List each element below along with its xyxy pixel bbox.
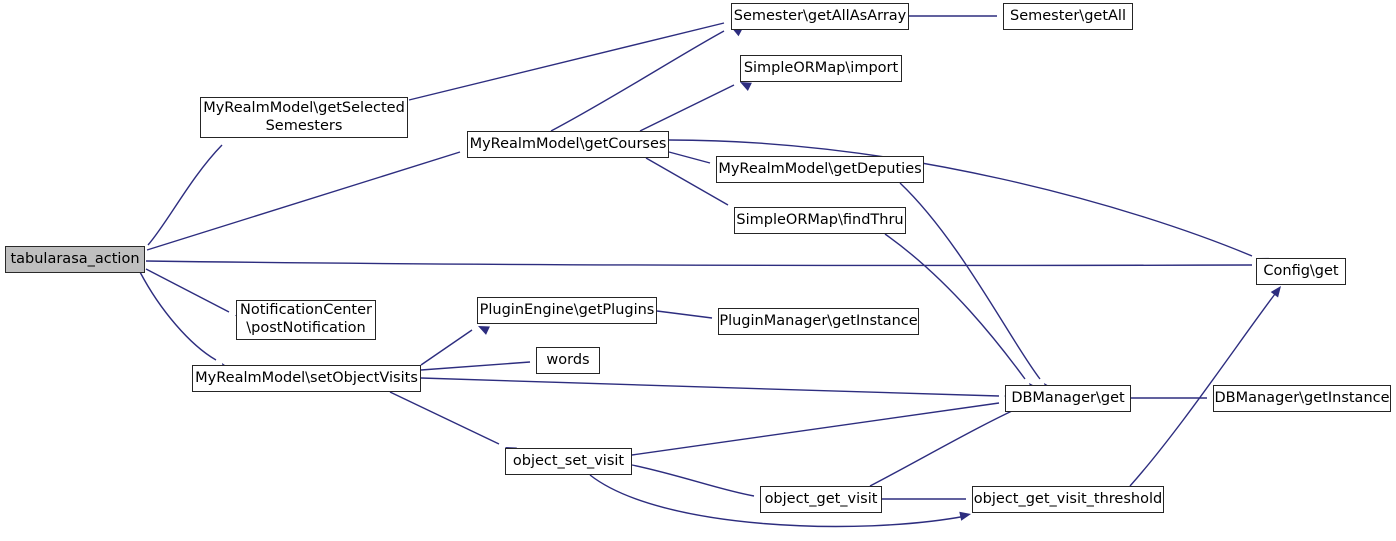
call-edge-arrowhead xyxy=(740,82,752,91)
call-edge xyxy=(639,84,735,132)
call-edge xyxy=(668,151,711,164)
call-edge xyxy=(589,474,967,528)
graph-node-label: MyRealmModel\getDeputies xyxy=(718,160,922,177)
graph-node-label: Semester\getAllAsArray xyxy=(733,7,907,24)
graph-node-label: MyRealmModel\setObjectVisits xyxy=(195,369,418,386)
graph-node-label: PluginEngine\getPlugins xyxy=(479,301,655,318)
graph-node-getAll[interactable]: Semester\getAll xyxy=(1003,3,1133,30)
call-edge xyxy=(1129,289,1279,487)
call-edge xyxy=(656,310,713,319)
graph-node-label: SimpleORMap\findThru xyxy=(736,211,904,228)
call-edge xyxy=(408,22,725,101)
graph-node-label: SimpleORMap\import xyxy=(743,59,899,76)
graph-node-getSelectedSemesters[interactable]: MyRealmModel\getSelected Semesters xyxy=(200,97,408,138)
call-edge xyxy=(420,361,531,371)
graph-node-getCourses[interactable]: MyRealmModel\getCourses xyxy=(467,131,669,158)
graph-node-label: tabularasa_action xyxy=(10,250,140,267)
graph-node-label: DBManager\get xyxy=(1011,389,1125,406)
call-edge xyxy=(146,151,461,251)
graph-node-words[interactable]: words xyxy=(536,347,600,374)
graph-node-objectGetVisit[interactable]: object_get_visit xyxy=(760,486,882,513)
call-edge xyxy=(420,329,473,366)
graph-node-label: Semester\getAll xyxy=(1010,7,1126,24)
call-edge-arrowhead xyxy=(1270,286,1281,298)
graph-node-tabularasa_action[interactable]: tabularasa_action xyxy=(5,246,145,273)
graph-node-label: object_get_visit_threshold xyxy=(973,490,1163,507)
graph-node-label: Config\get xyxy=(1263,262,1339,279)
graph-node-label: DBManager\getInstance xyxy=(1214,389,1390,406)
call-edge xyxy=(631,402,1000,456)
graph-node-findThru[interactable]: SimpleORMap\findThru xyxy=(734,207,906,234)
call-edge xyxy=(899,182,1041,380)
call-edge-arrowhead xyxy=(959,511,971,521)
call-edge xyxy=(139,271,217,361)
graph-node-pluginManagerGetInstance[interactable]: PluginManager\getInstance xyxy=(718,308,919,335)
call-edge xyxy=(869,404,1026,487)
graph-node-import[interactable]: SimpleORMap\import xyxy=(740,55,902,82)
call-edge xyxy=(147,144,223,246)
graph-node-label: PluginManager\getInstance xyxy=(719,312,918,329)
graph-node-label: words xyxy=(546,351,590,368)
graph-node-objectGetVisitThreshold[interactable]: object_get_visit_threshold xyxy=(972,486,1164,513)
graph-node-label: object_get_visit xyxy=(764,490,878,507)
call-edge xyxy=(884,233,1026,380)
call-edge xyxy=(145,260,1253,267)
graph-node-getAllAsArray[interactable]: Semester\getAllAsArray xyxy=(731,3,909,30)
graph-node-objectSetVisit[interactable]: object_set_visit xyxy=(505,448,632,475)
graph-node-label: NotificationCenter \postNotification xyxy=(240,302,373,336)
graph-node-label: MyRealmModel\getSelected Semesters xyxy=(203,99,405,134)
graph-node-dbManagerGet[interactable]: DBManager\get xyxy=(1005,385,1131,412)
graph-node-getPlugins[interactable]: PluginEngine\getPlugins xyxy=(477,297,657,324)
call-edge-arrowhead xyxy=(478,326,490,335)
graph-node-configGet[interactable]: Config\get xyxy=(1256,258,1346,285)
call-edge xyxy=(645,157,729,206)
call-edge xyxy=(668,139,1253,257)
graph-node-postNotification[interactable]: NotificationCenter \postNotification xyxy=(236,300,376,340)
call-edge xyxy=(145,268,230,313)
call-edge xyxy=(550,30,725,132)
call-edge xyxy=(389,391,500,445)
call-edge xyxy=(420,377,1000,397)
graph-node-label: object_set_visit xyxy=(512,452,625,469)
graph-node-label: MyRealmModel\getCourses xyxy=(469,135,667,152)
graph-node-dbManagerGetInstance[interactable]: DBManager\getInstance xyxy=(1213,385,1391,412)
graph-node-getDeputies[interactable]: MyRealmModel\getDeputies xyxy=(716,156,924,183)
graph-node-setObjectVisits[interactable]: MyRealmModel\setObjectVisits xyxy=(192,365,421,392)
call-edge xyxy=(631,464,755,497)
